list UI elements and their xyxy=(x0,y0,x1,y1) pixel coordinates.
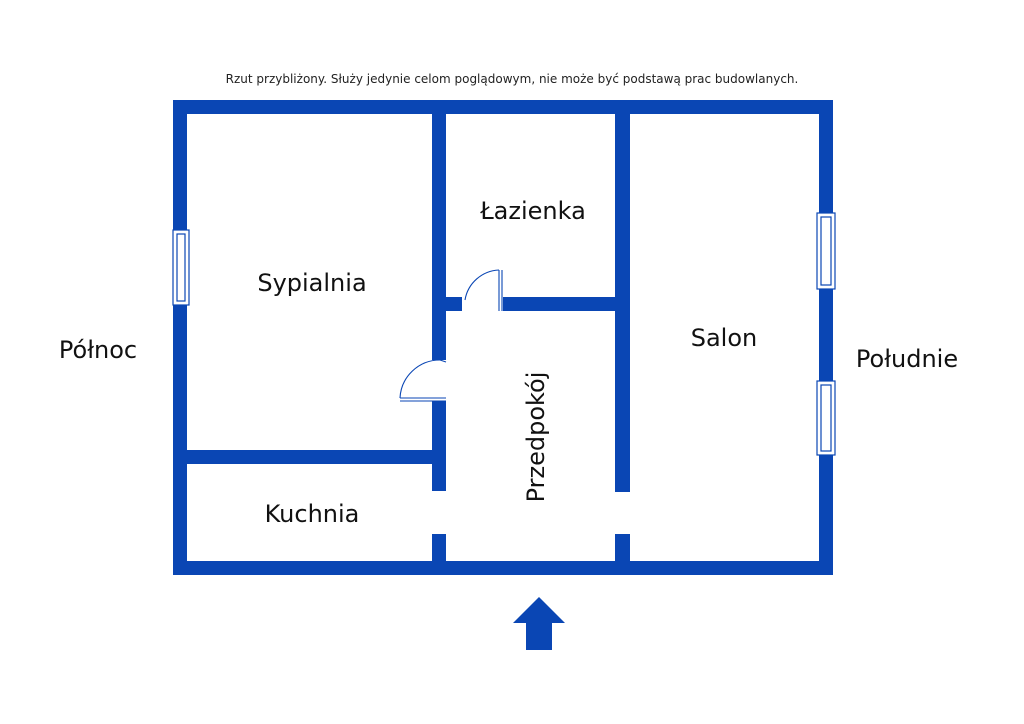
window-north xyxy=(172,229,190,306)
wall-inner-vertical-upper xyxy=(432,100,446,360)
doors xyxy=(399,269,503,402)
walls xyxy=(173,100,833,575)
wall-bathroom-bottom-right xyxy=(503,297,630,311)
up-arrow-icon xyxy=(513,597,565,650)
room-label-bathroom: Łazienka xyxy=(479,197,586,225)
windows xyxy=(172,212,836,456)
direction-north-label: Północ xyxy=(59,336,137,364)
wall-living-upper xyxy=(615,100,630,492)
wall-outer-right-lower xyxy=(819,455,833,575)
wall-bedroom-kitchen xyxy=(173,450,446,464)
room-label-bedroom: Sypialnia xyxy=(257,269,366,297)
wall-outer-bottom xyxy=(173,561,833,575)
wall-outer-top xyxy=(173,100,833,114)
window-south-upper xyxy=(816,212,836,290)
wall-outer-right-middle xyxy=(819,289,833,381)
room-label-living-room: Salon xyxy=(691,324,758,352)
wall-outer-left-upper xyxy=(173,100,187,230)
disclaimer-text: Rzut przybliżony. Służy jedynie celom po… xyxy=(225,72,799,86)
room-label-kitchen: Kuchnia xyxy=(265,500,360,528)
wall-living-lower xyxy=(615,534,630,575)
wall-inner-vertical-middle xyxy=(432,401,446,491)
wall-outer-left-lower xyxy=(173,305,187,575)
door-bedroom xyxy=(399,359,447,402)
direction-south-label: Południe xyxy=(856,345,958,373)
room-label-hallway: Przedpokój xyxy=(522,372,550,503)
wall-bathroom-bottom-left xyxy=(432,297,462,311)
door-bathroom xyxy=(464,269,503,311)
window-south-lower xyxy=(816,380,836,456)
wall-inner-vertical-lower xyxy=(432,534,446,575)
wall-outer-right-upper xyxy=(819,100,833,213)
